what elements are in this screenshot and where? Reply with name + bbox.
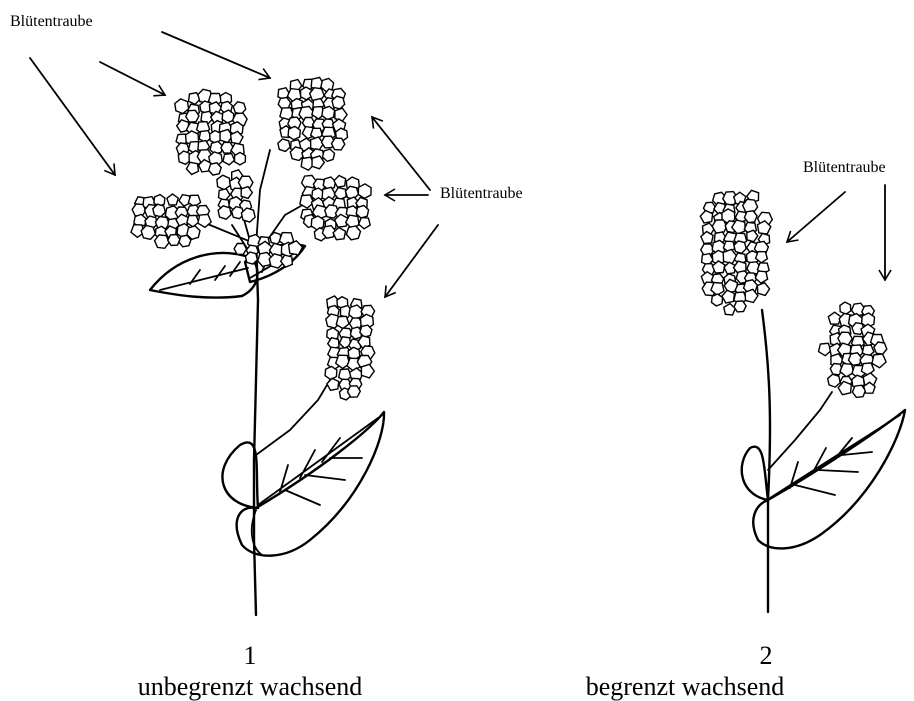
arrow-r-1 [787, 192, 845, 242]
arrow-mid-3 [385, 225, 438, 297]
figure-2-caption: begrenzt wachsend [540, 674, 830, 700]
arrow-tl-2 [100, 62, 165, 95]
label-top-left: Blütentraube [10, 14, 93, 30]
label-right: Blütentraube [803, 160, 886, 176]
arrow-mid-1 [372, 117, 430, 190]
arrow-tl-1 [30, 58, 115, 175]
figure-1-number: 1 [230, 643, 270, 669]
figure-2-number: 2 [746, 643, 786, 669]
label-middle: Blütentraube [440, 186, 523, 202]
arrow-tl-3 [162, 32, 270, 78]
figure-1-caption: unbegrenzt wachsend [110, 674, 390, 700]
